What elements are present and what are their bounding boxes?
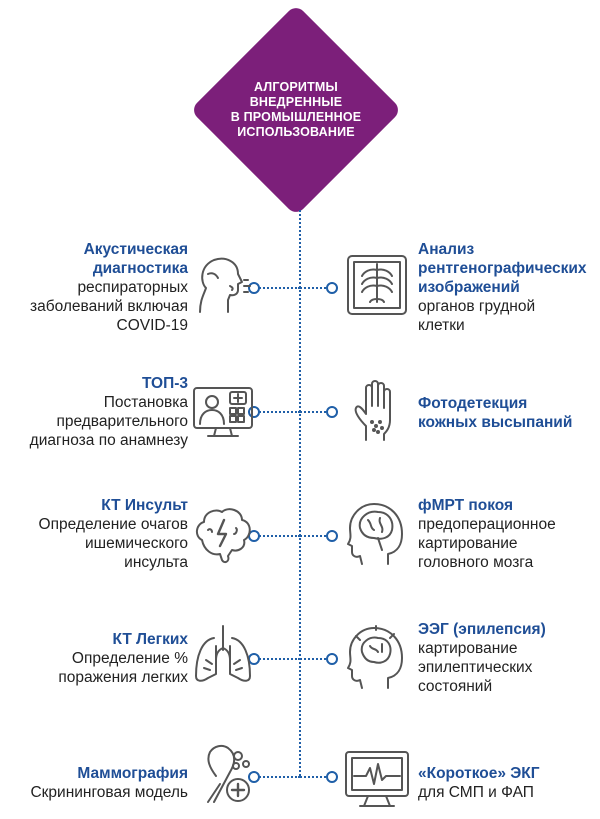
- left-item-2-desc-1: Постановка: [103, 394, 188, 411]
- left-item-1-title-2: диагностика: [92, 260, 188, 277]
- right-item-1-desc-1: органов грудной: [418, 298, 536, 315]
- connector-left-2: [256, 411, 300, 413]
- header-line-3: В ПРОМЫШЛЕННОЕ: [230, 110, 362, 124]
- head-brain-icon: [342, 498, 412, 568]
- connector-right-3: [300, 535, 330, 537]
- telemedicine-doctor-icon: [188, 378, 258, 448]
- right-item-3-title-1: фМРТ покоя: [418, 497, 514, 514]
- connector-dot-left-5: [248, 771, 260, 783]
- left-item-3: КТ Инсульт Определение очагов ишемическо…: [39, 496, 188, 572]
- header-title: АЛГОРИТМЫ ВНЕДРЕННЫЕ В ПРОМЫШЛЕННОЕ ИСПО…: [191, 5, 401, 215]
- left-item-1-desc-3: COVID-19: [116, 317, 189, 334]
- chest-xray-icon: [342, 250, 412, 320]
- left-item-4-desc-1: Определение %: [71, 650, 188, 667]
- lungs-icon: [188, 620, 258, 690]
- connector-right-5: [300, 776, 330, 778]
- left-item-2-title-1: ТОП-3: [141, 375, 188, 392]
- right-item-4-desc-1: картирование: [418, 640, 518, 657]
- left-item-2-desc-2: предварительного: [56, 413, 188, 430]
- left-item-5: Маммография Скрининговая модель: [30, 764, 188, 802]
- left-item-1-title-1: Акустическая: [83, 241, 188, 258]
- connector-dot-right-4: [326, 653, 338, 665]
- left-item-1-desc-1: респираторных: [77, 279, 188, 296]
- connector-right-2: [300, 411, 330, 413]
- left-item-2: ТОП-3 Постановка предварительного диагно…: [30, 374, 188, 450]
- right-item-4-title-1: ЭЭГ (эпилепсия): [418, 621, 546, 638]
- central-spine: [299, 210, 301, 776]
- connector-dot-right-3: [326, 530, 338, 542]
- left-item-3-desc-1: Определение очагов: [38, 516, 188, 533]
- right-item-1-desc-2: клетки: [418, 317, 465, 334]
- header-line-4: ИСПОЛЬЗОВАНИЕ: [237, 125, 355, 139]
- right-item-4: ЭЭГ (эпилепсия) картирование эпилептичес…: [418, 620, 546, 696]
- right-item-3-desc-1: предоперационное: [418, 516, 556, 533]
- connector-right-1: [300, 287, 330, 289]
- left-item-1: Акустическая диагностика респираторных з…: [30, 240, 188, 335]
- right-item-1: Анализ рентгенографических изображений о…: [418, 240, 587, 335]
- connector-left-1: [256, 287, 300, 289]
- cough-face-icon: [188, 250, 258, 320]
- left-item-4-title-1: КТ Легких: [112, 631, 188, 648]
- connector-dot-right-5: [326, 771, 338, 783]
- left-item-3-title-1: КТ Инсульт: [101, 497, 188, 514]
- right-item-5: «Короткое» ЭКГ для СМП и ФАП: [418, 764, 540, 802]
- connector-dot-left-1: [248, 282, 260, 294]
- right-item-5-desc-1: для СМП и ФАП: [418, 784, 534, 801]
- right-item-2-title-1: Фотодетекция: [418, 395, 528, 412]
- brain-stroke-icon: [188, 500, 258, 570]
- right-item-5-title-1: «Короткое» ЭКГ: [418, 765, 540, 782]
- right-item-4-desc-3: состояний: [418, 678, 493, 695]
- header-diamond: АЛГОРИТМЫ ВНЕДРЕННЫЕ В ПРОМЫШЛЕННОЕ ИСПО…: [189, 3, 403, 217]
- left-item-4-desc-2: поражения легких: [58, 669, 188, 686]
- left-item-1-desc-2: заболеваний включая: [29, 298, 188, 315]
- hand-rash-icon: [344, 376, 414, 446]
- right-item-3-desc-3: головного мозга: [418, 554, 534, 571]
- connector-dot-right-1: [326, 282, 338, 294]
- right-item-3: фМРТ покоя предоперационное картирование…: [418, 496, 556, 572]
- right-item-2: Фотодетекция кожных высыпаний: [418, 394, 572, 432]
- header-line-2: ВНЕДРЕННЫЕ: [249, 95, 343, 109]
- left-item-3-desc-3: инсульта: [124, 554, 188, 571]
- ecg-monitor-icon: [342, 744, 412, 814]
- left-item-2-desc-3: диагноза по анамнезу: [29, 432, 188, 449]
- right-item-3-desc-2: картирование: [418, 535, 518, 552]
- connector-left-5: [256, 776, 300, 778]
- head-eeg-icon: [342, 622, 412, 692]
- connector-dot-right-2: [326, 406, 338, 418]
- header-line-1: АЛГОРИТМЫ: [253, 80, 338, 94]
- left-item-3-desc-2: ишемического: [85, 535, 188, 552]
- ribbon-icon: [190, 738, 260, 808]
- connector-right-4: [300, 658, 330, 660]
- left-item-5-title-1: Маммография: [77, 765, 188, 782]
- connector-left-4: [256, 658, 300, 660]
- left-item-5-desc-1: Скрининговая модель: [30, 784, 188, 801]
- right-item-4-desc-2: эпилептических: [418, 659, 533, 676]
- right-item-1-title-2: рентгенографических: [418, 260, 587, 277]
- right-item-2-title-2: кожных высыпаний: [418, 414, 573, 431]
- left-item-4: КТ Легких Определение % поражения легких: [58, 630, 188, 687]
- right-item-1-title-1: Анализ: [418, 241, 475, 258]
- right-item-1-title-3: изображений: [418, 279, 520, 296]
- connector-left-3: [256, 535, 300, 537]
